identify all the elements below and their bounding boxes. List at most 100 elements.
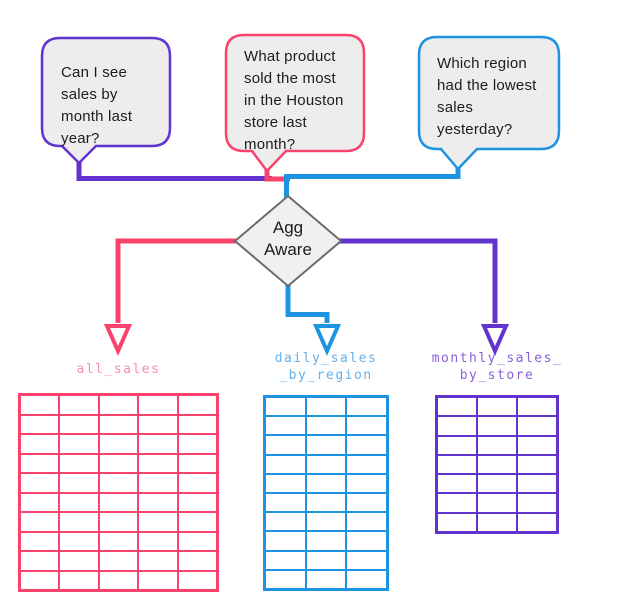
table-cell	[21, 435, 59, 453]
table-cell	[306, 398, 346, 416]
table-cell	[266, 436, 305, 454]
table-cell	[178, 552, 216, 570]
table-cell	[438, 455, 476, 474]
table-cell	[266, 398, 305, 416]
table-cell	[99, 552, 138, 570]
table-cell	[21, 474, 59, 492]
table-cell	[438, 475, 476, 493]
table-cell	[60, 552, 98, 570]
table-cell	[139, 532, 177, 550]
table-cell	[21, 396, 59, 414]
table-cell	[306, 551, 346, 569]
table-cell	[60, 513, 98, 531]
table-cell	[178, 396, 216, 414]
table-cell	[266, 455, 305, 473]
table-cell	[60, 474, 98, 492]
table-cell	[21, 513, 59, 531]
question-2-text: What product sold the most in the Housto…	[244, 48, 344, 153]
table-cell	[347, 513, 386, 531]
table-cell	[347, 455, 386, 473]
table-cell	[478, 436, 516, 454]
table-cell	[139, 513, 177, 531]
table-cell	[478, 455, 516, 474]
table-cell	[478, 513, 516, 531]
table-cell	[347, 474, 386, 492]
table-cell	[518, 494, 556, 512]
table-cell	[99, 415, 138, 433]
table-cell	[347, 532, 386, 550]
table-cell	[266, 474, 305, 492]
question-1-text: Can I see sales by month last year?	[61, 64, 133, 147]
table-cell	[21, 532, 59, 550]
table-cell	[266, 570, 305, 588]
table-cell	[518, 455, 556, 474]
decision-diamond-shape	[233, 194, 343, 288]
table-cell	[60, 396, 98, 414]
table-cell	[99, 571, 138, 589]
table-cell	[178, 435, 216, 453]
table-cell	[518, 436, 556, 454]
table-cell	[347, 551, 386, 569]
speech-bubble-q2	[224, 33, 366, 173]
table-cell	[139, 571, 177, 589]
table-cell	[139, 474, 177, 492]
table-cell	[21, 415, 59, 433]
table-cell	[266, 551, 305, 569]
table-cell	[99, 435, 138, 453]
table-cell	[139, 493, 177, 511]
table-cell	[21, 454, 59, 472]
speech-bubble-q1	[40, 36, 172, 165]
table-cell	[478, 494, 516, 512]
table-cell	[347, 570, 386, 588]
table-cell	[438, 513, 476, 531]
table-cell	[518, 398, 556, 416]
table-cell	[306, 570, 346, 588]
table-cell	[438, 494, 476, 512]
table-cell	[478, 475, 516, 493]
table-cell	[306, 455, 346, 473]
table-cell	[478, 398, 516, 416]
table-cell	[266, 493, 305, 512]
table-cell	[99, 396, 138, 414]
table-cell	[139, 415, 177, 433]
table-cell	[306, 436, 346, 454]
table-cell	[438, 436, 476, 454]
table-cell	[518, 475, 556, 493]
decision-label: Agg Aware	[264, 218, 312, 259]
table-cell	[139, 454, 177, 472]
table-cell	[266, 532, 305, 550]
table-cell	[60, 493, 98, 511]
table-cell	[347, 398, 386, 416]
connector-purple-table	[339, 238, 498, 323]
table-cell	[99, 454, 138, 472]
speech-bubble-q3	[417, 35, 561, 171]
table-cell	[60, 532, 98, 550]
table-cell	[178, 454, 216, 472]
table-cell	[306, 532, 346, 550]
table-cell	[139, 396, 177, 414]
table-cell	[21, 493, 59, 511]
table-cell	[306, 513, 346, 531]
table-cell	[139, 552, 177, 570]
table-all-sales	[18, 393, 219, 592]
arrowhead-blue-icon	[312, 324, 342, 356]
question-3-text: Which region had the lowest sales yester…	[437, 55, 537, 138]
table-label-monthly-sales-by-store: monthly_sales_ by_store	[431, 351, 563, 383]
table-cell	[266, 513, 305, 531]
table-monthly-sales-by-store	[435, 395, 559, 534]
table-cell	[178, 571, 216, 589]
table-cell	[178, 493, 216, 511]
table-cell	[347, 493, 386, 512]
table-cell	[478, 417, 516, 435]
table-cell	[178, 532, 216, 550]
table-cell	[21, 571, 59, 589]
connector-purple-question	[76, 156, 272, 181]
table-cell	[347, 436, 386, 454]
table-cell	[60, 571, 98, 589]
table-cell	[99, 493, 138, 511]
table-cell	[306, 417, 346, 435]
table-cell	[60, 435, 98, 453]
table-cell	[99, 532, 138, 550]
table-cell	[99, 474, 138, 492]
